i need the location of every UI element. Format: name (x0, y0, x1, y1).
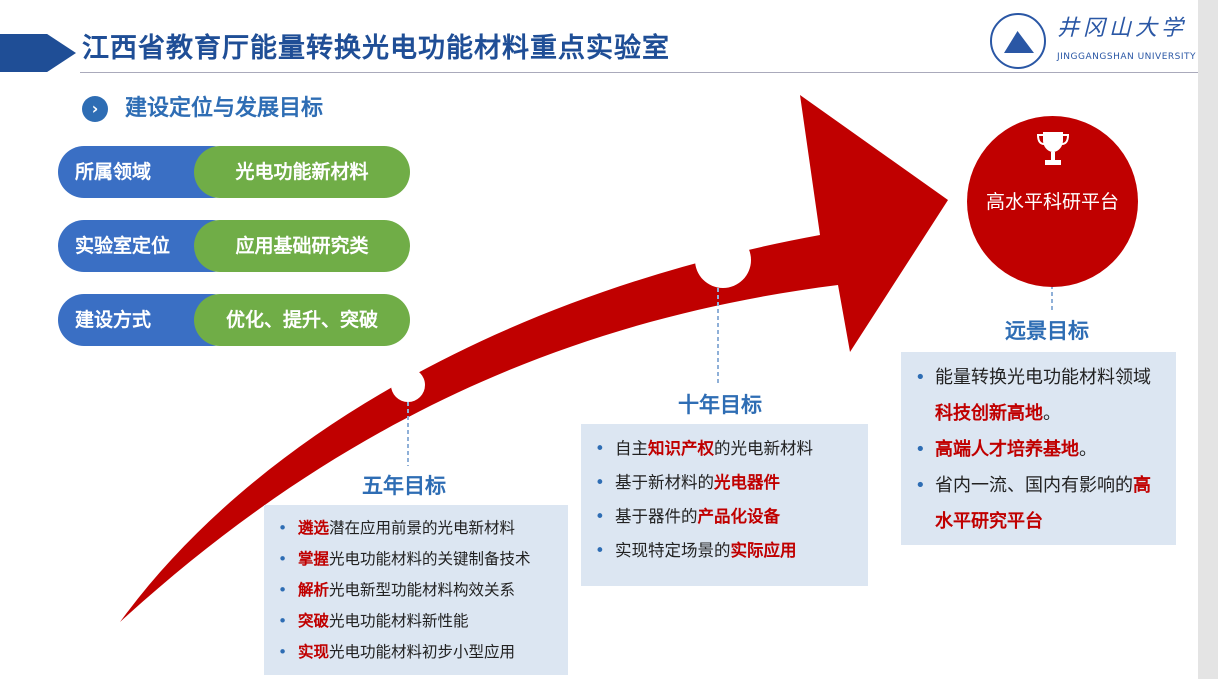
goal-list-item: 高端人才培养基地。 (911, 432, 1166, 468)
highlight-text: 实际应用 (730, 541, 797, 560)
highlight-text: 高水平研究平台 (935, 475, 1151, 532)
goal-list-item: 能量转换光电功能材料领域科技创新高地。 (911, 360, 1166, 432)
goal-text: 自主 (615, 439, 648, 458)
vision-goal-label: 高水平科研平台 (985, 191, 1119, 213)
positioning-label: 所属领域 (75, 161, 152, 183)
goal-list-item: 遴选潜在应用前景的光电新材料 (274, 513, 558, 544)
positioning-value: 应用基础研究类 (235, 235, 369, 257)
positioning-value-pill: 应用基础研究类 (194, 220, 410, 272)
five-year-goals-box: 遴选潜在应用前景的光电新材料掌握光电功能材料的关键制备技术解析光电新型功能材料构… (264, 505, 568, 675)
highlight-text: 突破 (298, 612, 330, 630)
university-logo: 井冈山大学 JINGGANGSHAN UNIVERSITY (985, 10, 1197, 70)
goal-list-item: 突破光电功能材料新性能 (274, 606, 558, 637)
goal-text: 的光电新材料 (714, 439, 813, 458)
highlight-text: 科技创新高地 (935, 403, 1043, 424)
highlight-text: 高端人才培养基地 (935, 439, 1079, 460)
five-year-title: 五年目标 (362, 474, 446, 498)
highlight-text: 遴选 (298, 519, 330, 537)
milestone-five-year-dot (391, 368, 425, 402)
goal-text: 。 (1079, 439, 1097, 460)
goal-text: 光电功能材料的关键制备技术 (329, 550, 531, 568)
goal-text: 基于器件的 (615, 507, 698, 526)
highlight-text: 光电器件 (714, 473, 780, 492)
positioning-row-method: 建设方式 优化、提升、突破 (58, 294, 413, 346)
highlight-text: 解析 (298, 581, 330, 599)
positioning-row-field: 所属领域 光电功能新材料 (58, 146, 413, 198)
positioning-label: 实验室定位 (75, 235, 171, 257)
logo-english-name: JINGGANGSHAN UNIVERSITY (1057, 52, 1197, 62)
goal-text: 省内一流、国内有影响的 (935, 475, 1133, 496)
vision-goal-circle: 高水平科研平台 (967, 116, 1138, 287)
positioning-row-type: 实验室定位 应用基础研究类 (58, 220, 413, 272)
goal-text: 基于新材料的 (615, 473, 714, 492)
highlight-text: 掌握 (298, 550, 330, 568)
ten-year-title: 十年目标 (678, 393, 762, 417)
milestone-ten-year-dot (695, 232, 751, 288)
goal-list-item: 实现特定场景的实际应用 (591, 534, 858, 568)
goal-list-item: 自主知识产权的光电新材料 (591, 432, 858, 466)
goal-list-item: 解析光电新型功能材料构效关系 (274, 575, 558, 606)
goal-text: 。 (1043, 403, 1061, 424)
highlight-text: 实现 (298, 643, 330, 661)
positioning-value: 光电功能新材料 (235, 161, 369, 183)
goal-text: 实现特定场景的 (615, 541, 731, 560)
logo-chinese-name: 井冈山大学 (1057, 16, 1188, 41)
goal-list-item: 实现光电功能材料初步小型应用 (274, 637, 558, 668)
goal-text: 能量转换光电功能材料领域 (935, 367, 1151, 388)
ten-year-goals-box: 自主知识产权的光电新材料基于新材料的光电器件基于器件的产品化设备实现特定场景的实… (581, 424, 868, 586)
goal-text: 光电功能材料初步小型应用 (329, 643, 516, 661)
goal-list-item: 基于器件的产品化设备 (591, 500, 858, 534)
goal-text: 光电新型功能材料构效关系 (329, 581, 516, 599)
goal-text: 光电功能材料新性能 (329, 612, 469, 630)
highlight-text: 产品化设备 (697, 507, 781, 526)
vision-title: 远景目标 (1005, 319, 1089, 343)
positioning-value-pill: 优化、提升、突破 (194, 294, 410, 346)
highlight-text: 知识产权 (648, 439, 714, 458)
vision-goals-box: 能量转换光电功能材料领域科技创新高地。高端人才培养基地。省内一流、国内有影响的高… (901, 352, 1176, 545)
positioning-label: 建设方式 (75, 309, 152, 331)
page-title: 江西省教育厅能量转换光电功能材料重点实验室 (82, 33, 670, 64)
goal-list-item: 基于新材料的光电器件 (591, 466, 858, 500)
section-title: 建设定位与发展目标 (125, 96, 324, 121)
arrow-body (120, 95, 948, 622)
slide-edge (1198, 0, 1218, 679)
goal-list-item: 省内一流、国内有影响的高水平研究平台 (911, 468, 1166, 540)
chevron-right-icon: › (82, 96, 108, 122)
goal-text: 潜在应用前景的光电新材料 (329, 519, 516, 537)
positioning-value: 优化、提升、突破 (225, 309, 378, 331)
positioning-value-pill: 光电功能新材料 (194, 146, 410, 198)
goal-list-item: 掌握光电功能材料的关键制备技术 (274, 544, 558, 575)
trophy-icon (1037, 132, 1069, 165)
university-seal-icon (990, 13, 1046, 69)
title-divider (80, 72, 1198, 73)
